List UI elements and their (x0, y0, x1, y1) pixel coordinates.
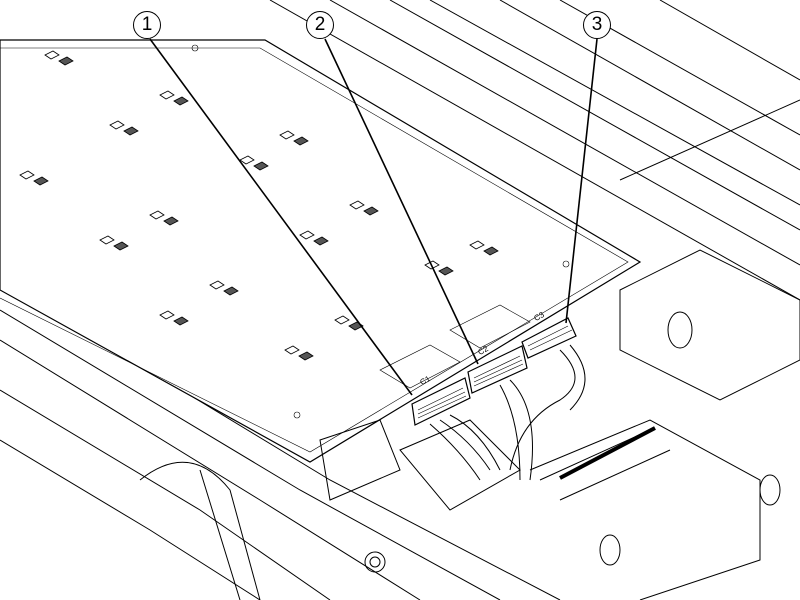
board-pad (99, 235, 115, 245)
board-pad (438, 266, 454, 276)
board-pad (223, 286, 239, 296)
board-pad (58, 56, 74, 66)
board-pad (44, 50, 60, 60)
board-pad (298, 351, 314, 361)
board-pad (363, 206, 379, 216)
board-pad (33, 176, 49, 186)
board-pad (313, 236, 329, 246)
board-pad (284, 345, 300, 355)
board-pad (173, 96, 189, 106)
callout-1: 1 (133, 11, 161, 39)
board-pad (19, 170, 35, 180)
board-pad (209, 280, 225, 290)
board-pad (293, 136, 309, 146)
leader-line-1 (149, 38, 413, 396)
board-pads (19, 50, 499, 361)
board-pad (123, 126, 139, 136)
fan-modules (139, 0, 800, 600)
connector-c2 (467, 345, 533, 481)
callout-3: 3 (583, 11, 611, 39)
board-pad (239, 155, 255, 165)
callout-2: 2 (306, 11, 334, 39)
leader-line-2 (324, 38, 479, 365)
board-pad (113, 241, 129, 251)
connector-c1 (411, 377, 501, 481)
board-pad (159, 310, 175, 320)
board-pad (279, 130, 295, 140)
board-pad (159, 90, 175, 100)
board-pad (173, 316, 189, 326)
connector-c3 (509, 317, 586, 471)
board-pad (253, 161, 269, 171)
board-pad (483, 246, 499, 256)
board-pad (109, 120, 125, 130)
circuit-board (0, 39, 642, 463)
board-pad (334, 315, 350, 325)
board-pad (349, 200, 365, 210)
board-pad (163, 216, 179, 226)
leader-line-3 (565, 38, 598, 324)
board-pad (299, 230, 315, 240)
board-pad (149, 210, 165, 220)
leader-lines (149, 38, 598, 396)
board-pad (469, 240, 485, 250)
